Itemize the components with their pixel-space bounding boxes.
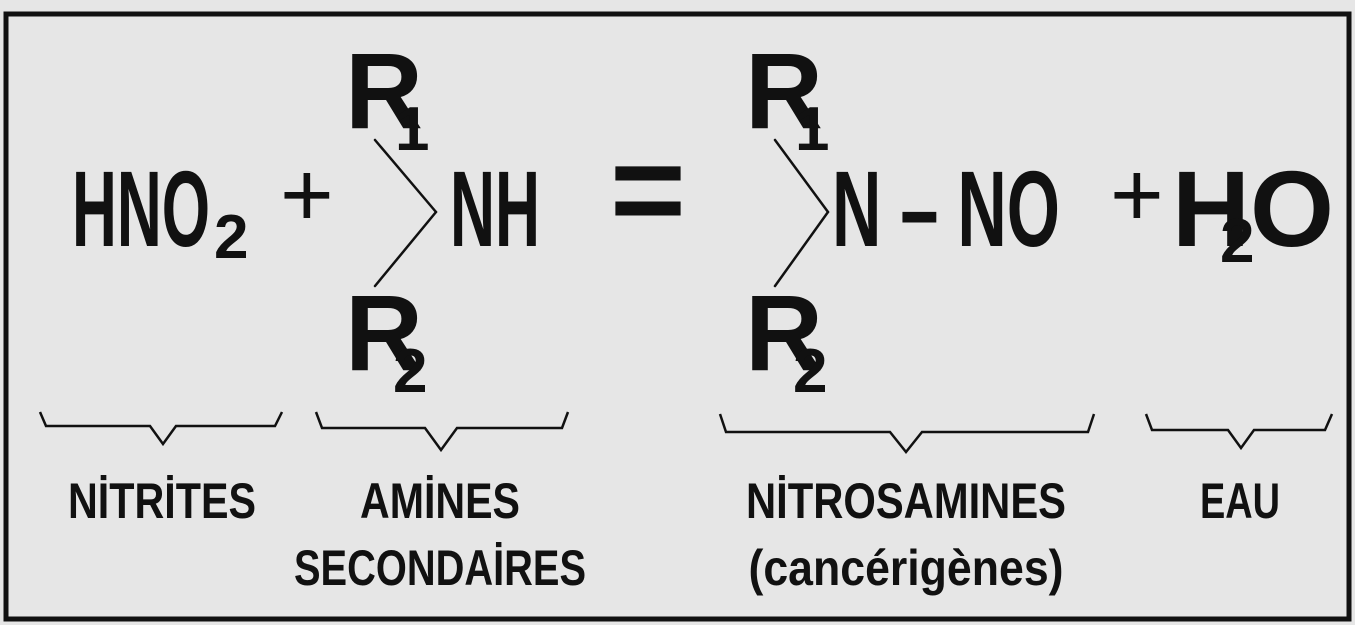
brace-nitrosamines: [718, 413, 1096, 455]
label-amines-line2: SECONDAİRES: [294, 540, 586, 596]
amine-r1-subscript: 1: [395, 95, 429, 164]
brace-nitrites: [38, 411, 284, 447]
amine-r1-symbol: R: [345, 30, 423, 151]
amine-r2-subscript: 2: [393, 337, 427, 406]
nitrosamine-bond-upper: [773, 138, 830, 214]
nitrosamine-structure: R 1 N – NO R 2: [745, 30, 1060, 406]
nitrosamine-r2-subscript: 2: [793, 337, 827, 406]
nitrous-acid-subscript: 2: [214, 203, 248, 272]
nitrous-acid-symbol: HNO: [72, 148, 210, 269]
label-nitrosamines-line1: NİTROSAMINES: [746, 473, 1066, 529]
water-formula: H 2 O: [1172, 148, 1334, 276]
amine-r2-symbol: R: [345, 272, 423, 393]
label-amines-line1: AMİNES: [360, 473, 520, 529]
plus-operator-1: +: [280, 144, 334, 246]
nitrous-acid-formula: HNO 2: [72, 148, 248, 272]
water-h-symbol: H: [1172, 148, 1250, 269]
nitrosamine-n-no-group: N – NO: [832, 148, 1060, 269]
label-nitrosamines-line2: (cancérigènes): [749, 540, 1064, 596]
nitrosamine-r2-symbol: R: [745, 272, 823, 393]
amine-bond-upper: [373, 138, 438, 214]
nitrosamine-r1-subscript: 1: [795, 95, 829, 164]
brace-amines: [314, 411, 570, 453]
nitrosamine-bond-lower: [773, 210, 830, 288]
diagram-frame: [3, 11, 1352, 622]
water-o-symbol: O: [1250, 148, 1334, 269]
nitrosamine-r1-symbol: R: [745, 30, 823, 151]
label-nitrites: NİTRİTES: [68, 473, 256, 529]
label-eau: EAU: [1200, 473, 1280, 529]
amine-nh-group: NH: [450, 148, 540, 269]
brace-eau: [1144, 413, 1334, 451]
secondary-amine-structure: R 1 NH R 2: [345, 30, 540, 406]
equals-operator: =: [610, 116, 686, 262]
amine-bond-lower: [373, 210, 438, 288]
plus-operator-2: +: [1110, 144, 1164, 246]
water-subscript: 2: [1220, 207, 1254, 276]
